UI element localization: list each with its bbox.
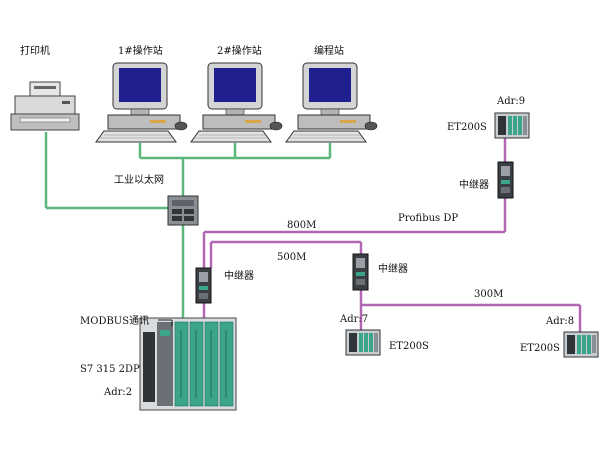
modbus-pointer-icon — [158, 319, 173, 326]
profibus-lines — [202, 138, 582, 332]
et200s-top-icon — [494, 112, 530, 139]
label-ethernet: 工业以太网 — [114, 173, 164, 186]
ethernet-lines — [44, 132, 332, 326]
plc-rack-icon — [139, 317, 237, 411]
label-et200s-top-addr: Adr:9 — [496, 96, 525, 107]
label-profibus: Profibus DP — [398, 213, 458, 224]
programming-station-icon — [285, 62, 378, 143]
operator-station-1-icon — [95, 62, 188, 143]
label-300m: 300M — [474, 289, 503, 300]
label-programming-station: 编程站 — [314, 44, 344, 57]
label-et200s-top: ET200S — [447, 122, 487, 133]
label-et200s-adr8: ET200S — [520, 343, 560, 354]
label-printer: 打印机 — [20, 44, 50, 57]
repeater-mid-icon — [352, 253, 369, 291]
ethernet-switch-icon — [167, 195, 199, 226]
et200s-adr8-icon — [563, 331, 599, 358]
label-station-2: 2#操作站 — [217, 44, 262, 57]
repeater-left-icon — [195, 267, 212, 304]
label-et200s-adr7: ET200S — [389, 341, 429, 352]
label-et200s-adr7-addr: Adr:7 — [339, 314, 368, 325]
et200s-adr7-icon — [345, 329, 381, 356]
label-modbus: MODBUS通讯 — [80, 315, 149, 327]
label-repeater-left: 中继器 — [224, 269, 254, 282]
operator-station-2-icon — [190, 62, 283, 143]
label-plc-model: S7 315 2DP — [80, 364, 140, 375]
printer-icon — [10, 81, 80, 131]
label-station-1: 1#操作站 — [118, 44, 163, 57]
label-repeater-top: 中继器 — [459, 178, 489, 191]
label-plc-addr: Adr:2 — [103, 387, 132, 398]
repeater-top-icon — [497, 161, 514, 199]
label-repeater-mid: 中继器 — [378, 262, 408, 275]
label-500m: 500M — [277, 252, 306, 263]
label-800m: 800M — [287, 220, 316, 231]
label-et200s-adr8-addr: Adr:8 — [545, 316, 574, 327]
